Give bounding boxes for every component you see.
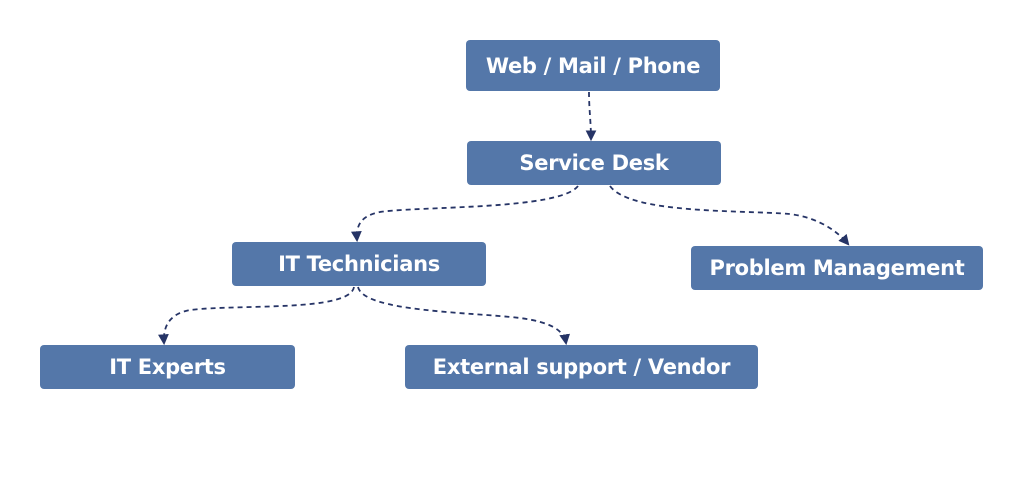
node-label: Web / Mail / Phone	[485, 53, 701, 78]
edge-it-technicians-to-external-support	[357, 286, 571, 346]
node-it-experts: IT Experts	[40, 345, 295, 389]
node-label: External support / Vendor	[432, 355, 731, 379]
node-label: Service Desk	[519, 151, 669, 175]
node-label: IT Technicians	[278, 252, 440, 276]
node-label: Problem Management	[709, 256, 965, 280]
node-external-support-vendor: External support / Vendor	[405, 345, 758, 389]
node-problem-management: Problem Management	[691, 246, 983, 290]
edge-service-desk-to-problem-management	[609, 185, 850, 246]
node-it-technicians: IT Technicians	[232, 242, 486, 286]
node-label: IT Experts	[109, 355, 226, 379]
edge-it-technicians-to-it-experts	[158, 286, 355, 346]
edge-service-desk-to-it-technicians	[351, 185, 579, 243]
node-web-mail-phone: Web / Mail / Phone	[466, 40, 720, 91]
node-service-desk: Service Desk	[467, 141, 721, 185]
edge-web-to-service-desk	[585, 91, 597, 142]
